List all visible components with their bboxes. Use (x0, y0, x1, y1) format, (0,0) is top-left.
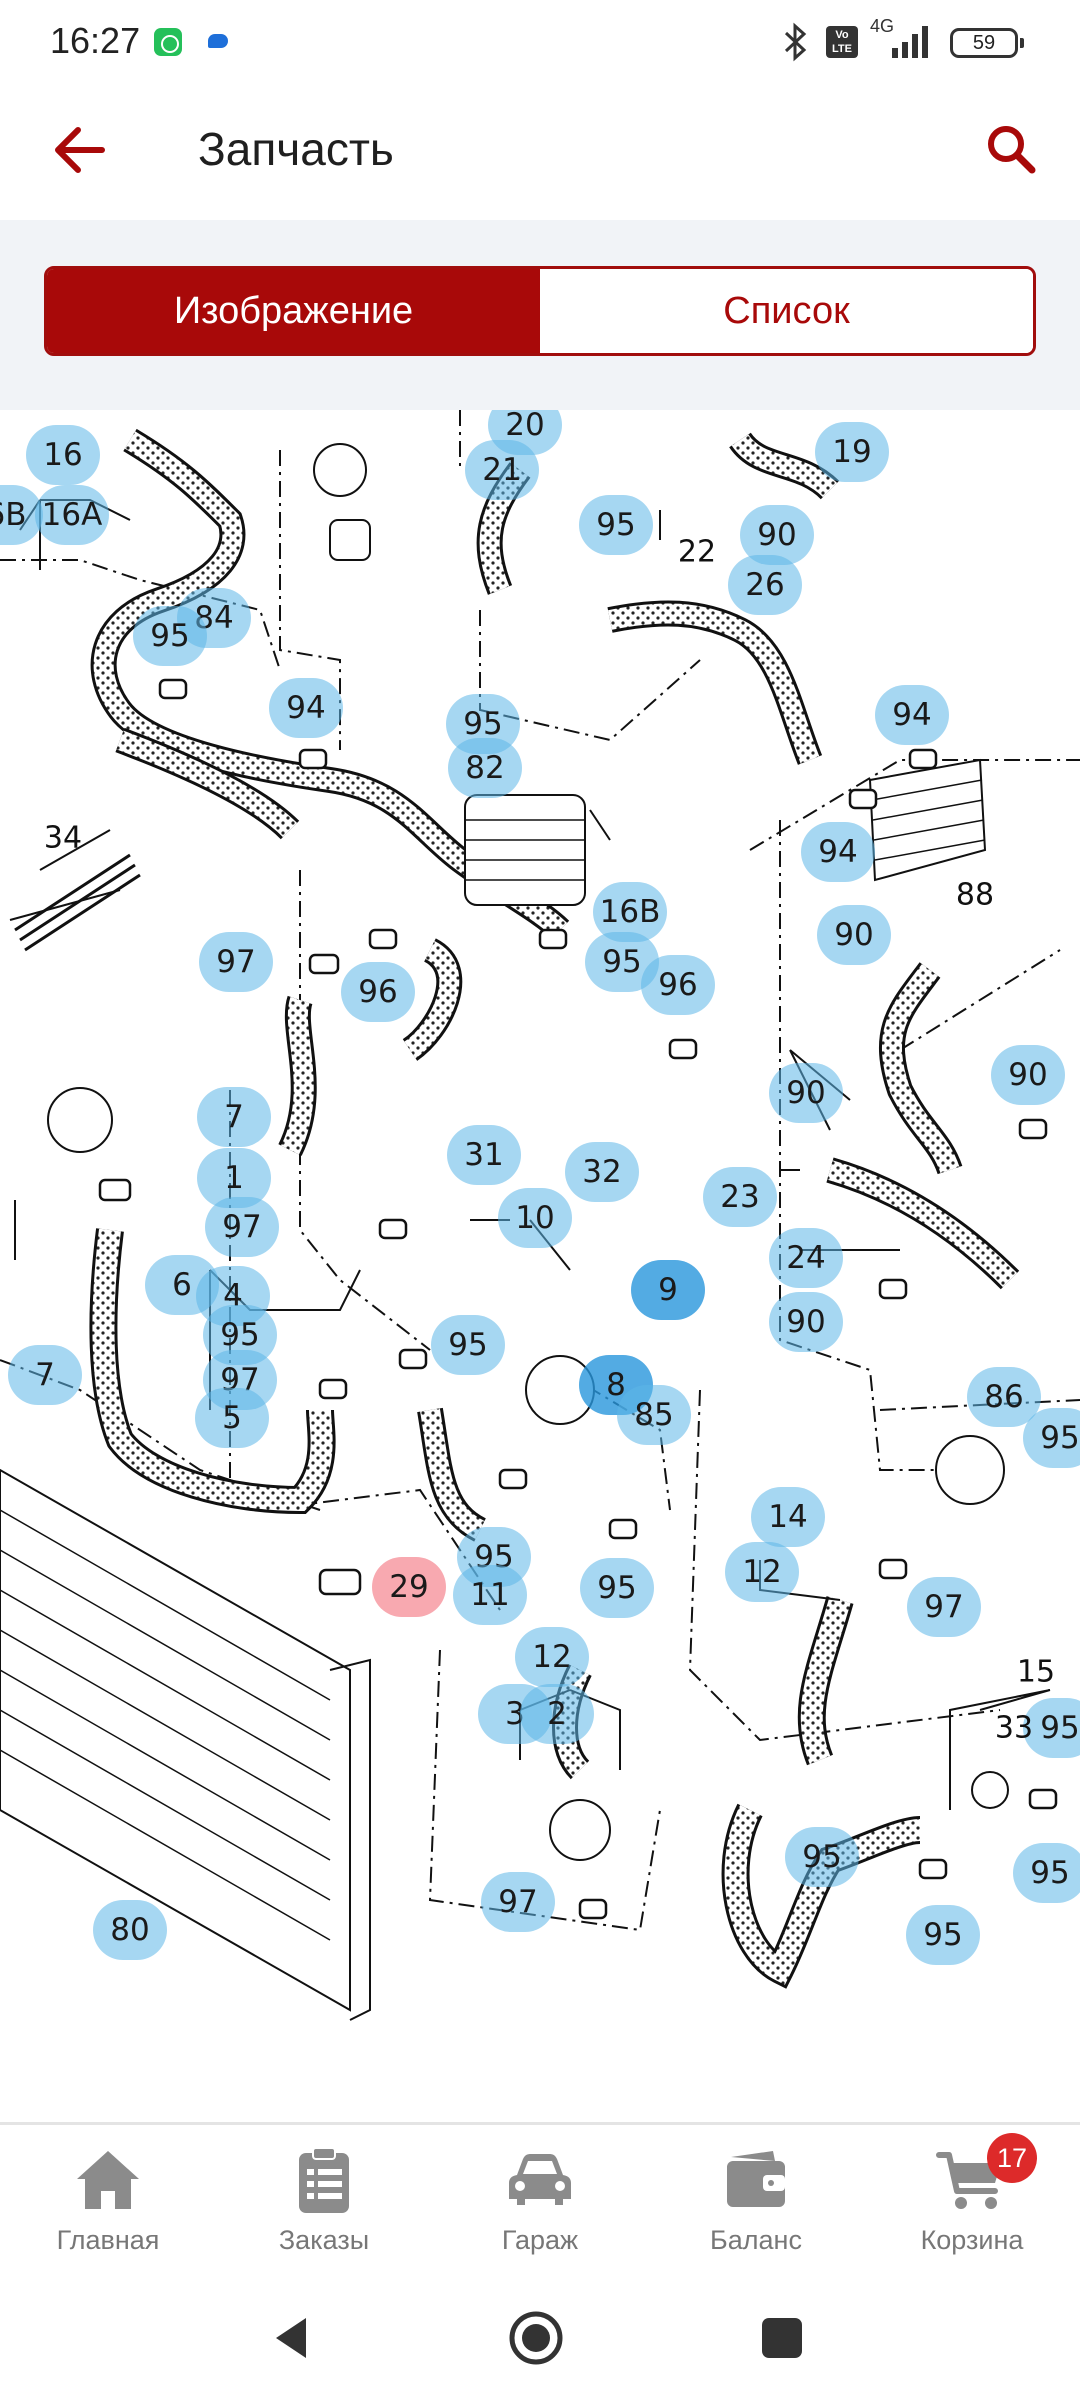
part-callout[interactable]: 96 (641, 955, 715, 1015)
system-home-icon[interactable] (506, 2308, 566, 2368)
nav-cart-label: Корзина (920, 2225, 1024, 2255)
tab-group: Изображение Список (44, 266, 1036, 356)
signal-icon (892, 26, 928, 58)
app-bar: Запчасть (0, 84, 1080, 220)
part-callout[interactable]: 95 (1023, 1698, 1080, 1758)
nav-orders-label: Заказы (278, 2225, 370, 2255)
part-callout[interactable]: 96 (341, 962, 415, 1022)
part-callout[interactable]: 95 (580, 1558, 654, 1618)
part-callout[interactable]: 95 (1023, 1408, 1080, 1468)
part-callout[interactable]: 21 (465, 440, 539, 500)
part-callout[interactable]: 90 (769, 1292, 843, 1352)
part-label[interactable]: 22 (677, 534, 717, 570)
message-notification-icon (208, 34, 228, 48)
home-icon (77, 2151, 139, 2209)
clipboard-list-icon (299, 2147, 349, 2213)
cart-count-badge: 17 (987, 2133, 1037, 2183)
part-callout[interactable]: 95 (431, 1315, 505, 1375)
page-title: Запчасть (198, 123, 394, 175)
part-callout[interactable]: 7 (8, 1345, 82, 1405)
part-callout-selected[interactable]: 29 (372, 1557, 446, 1617)
part-callout[interactable]: 97 (907, 1577, 981, 1637)
nav-garage-label: Гараж (501, 2225, 579, 2255)
search-icon[interactable] (976, 114, 1048, 186)
part-callout[interactable]: 95 (1013, 1843, 1080, 1903)
parts-diagram[interactable]: 16 16А 6В 20 21 19 95 90 26 84 95 94 95 … (0, 410, 1080, 2120)
nav-balance[interactable]: Баланс (648, 2125, 864, 2270)
battery-icon: 59 (950, 28, 1024, 58)
part-callout[interactable]: 97 (199, 932, 273, 992)
wallet-icon (727, 2151, 785, 2207)
part-callout[interactable]: 94 (269, 678, 343, 738)
part-callout[interactable]: 5 (195, 1388, 269, 1448)
part-callout[interactable]: 97 (481, 1872, 555, 1932)
back-arrow-icon[interactable] (44, 114, 116, 186)
nav-orders[interactable]: Заказы (216, 2125, 432, 2270)
part-callout[interactable]: 7 (197, 1087, 271, 1147)
whatsapp-notification-icon (154, 28, 182, 56)
part-callout[interactable]: 32 (565, 1142, 639, 1202)
part-callout[interactable]: 6В (0, 485, 43, 545)
nav-balance-label: Баланс (710, 2225, 802, 2255)
part-callout[interactable]: 80 (93, 1900, 167, 1960)
part-callout[interactable]: 10 (498, 1188, 572, 1248)
part-callout[interactable]: 31 (447, 1125, 521, 1185)
part-callout[interactable]: 94 (875, 685, 949, 745)
part-callout[interactable]: 16А (35, 485, 109, 545)
part-label[interactable]: 88 (955, 877, 995, 913)
part-callout[interactable]: 16 (26, 425, 100, 485)
nav-home-label: Главная (56, 2225, 160, 2255)
part-callout[interactable]: 95 (906, 1905, 980, 1965)
tab-list[interactable]: Список (540, 269, 1033, 353)
bottom-navigation: Главная Заказы Гараж Баланс (0, 2122, 1080, 2270)
part-callout[interactable]: 2 (520, 1684, 594, 1744)
view-switcher: Изображение Список (0, 220, 1080, 410)
system-navigation (0, 2270, 1080, 2400)
part-label[interactable]: 34 (43, 820, 83, 856)
part-callout[interactable]: 14 (751, 1487, 825, 1547)
part-callout[interactable]: 95 (579, 495, 653, 555)
part-callout[interactable]: 24 (769, 1228, 843, 1288)
part-callout[interactable]: 12 (725, 1542, 799, 1602)
part-label[interactable]: 33 (994, 1710, 1034, 1746)
part-label[interactable]: 15 (1016, 1654, 1056, 1690)
tab-image[interactable]: Изображение (47, 269, 540, 353)
part-callout[interactable]: 95 (785, 1827, 859, 1887)
bluetooth-icon (784, 22, 807, 62)
part-callout[interactable]: 19 (815, 422, 889, 482)
part-callout[interactable]: 82 (448, 738, 522, 798)
part-callout[interactable]: 90 (991, 1045, 1065, 1105)
part-callout[interactable]: 23 (703, 1167, 777, 1227)
part-callout[interactable]: 85 (617, 1385, 691, 1445)
status-time: 16:27 (50, 20, 141, 61)
nav-cart[interactable]: Корзина 17 (864, 2125, 1080, 2270)
system-recents-icon[interactable] (752, 2308, 812, 2368)
part-callout[interactable]: 94 (801, 822, 875, 882)
nav-home[interactable]: Главная (0, 2125, 216, 2270)
part-callout[interactable]: 11 (453, 1565, 527, 1625)
part-callout[interactable]: 9 (631, 1260, 705, 1320)
part-callout[interactable]: 90 (769, 1063, 843, 1123)
car-icon (509, 2154, 571, 2205)
part-callout[interactable]: 97 (205, 1197, 279, 1257)
part-callout[interactable]: 90 (817, 905, 891, 965)
part-callout[interactable]: 95 (133, 606, 207, 666)
part-callout[interactable]: 86 (967, 1367, 1041, 1427)
part-callout[interactable]: 12 (515, 1627, 589, 1687)
system-back-icon[interactable] (262, 2308, 322, 2368)
network-type: 4G (870, 16, 895, 36)
part-callout[interactable]: 26 (728, 555, 802, 615)
nav-garage[interactable]: Гараж (432, 2125, 648, 2270)
